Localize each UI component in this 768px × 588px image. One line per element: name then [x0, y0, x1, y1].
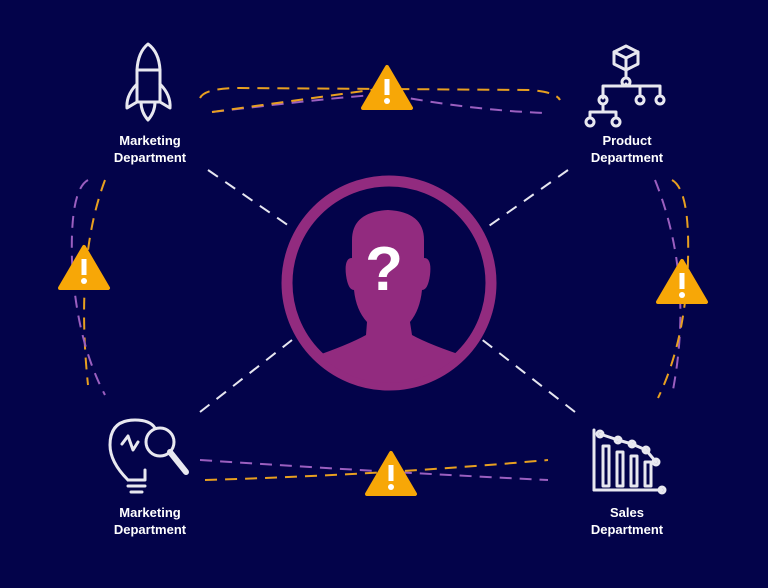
node-label-marketing-top: Marketing Department: [70, 132, 230, 166]
connector-bottom-left: [199, 339, 293, 413]
unknown-person-icon: ?: [281, 175, 497, 391]
warning-icons: [58, 65, 708, 496]
declining-bar-chart-icon: [592, 428, 667, 495]
node-label-line2: Department: [113, 522, 187, 537]
warning-icon-left: [58, 245, 110, 290]
arc-top-orange-2: [211, 87, 386, 113]
node-label-line1: Marketing: [119, 505, 181, 520]
node-label-sales: Sales Department: [547, 504, 707, 538]
node-label-product: Product Department: [547, 132, 707, 166]
arc-right-orange: [657, 179, 690, 399]
hierarchy-icon: [584, 44, 666, 128]
arc-bottom-purple: [199, 459, 549, 481]
node-label-line2: Department: [590, 150, 664, 165]
node-label-marketing-bottom: Marketing Department: [70, 504, 230, 538]
arc-left-purple: [70, 179, 106, 396]
connector-bottom-right: [479, 337, 576, 413]
connector-top-right: [485, 169, 569, 229]
warning-icon-right: [656, 259, 708, 304]
connector-lines: [199, 169, 576, 413]
node-label-line1: Marketing: [119, 133, 181, 148]
node-label-line2: Department: [113, 150, 187, 165]
node-label-line1: Sales: [610, 505, 644, 520]
node-label-line2: Department: [590, 522, 664, 537]
connector-top-left: [207, 169, 293, 229]
arc-left-orange: [83, 179, 106, 386]
question-mark: ?: [365, 235, 403, 304]
arc-bottom-orange: [204, 459, 549, 481]
rocket-icon: [125, 42, 172, 122]
node-label-line1: Product: [602, 133, 652, 148]
warning-icon-bottom: [365, 451, 417, 496]
lightbulb-search-icon: [108, 418, 189, 494]
warning-icon-top: [361, 65, 413, 110]
